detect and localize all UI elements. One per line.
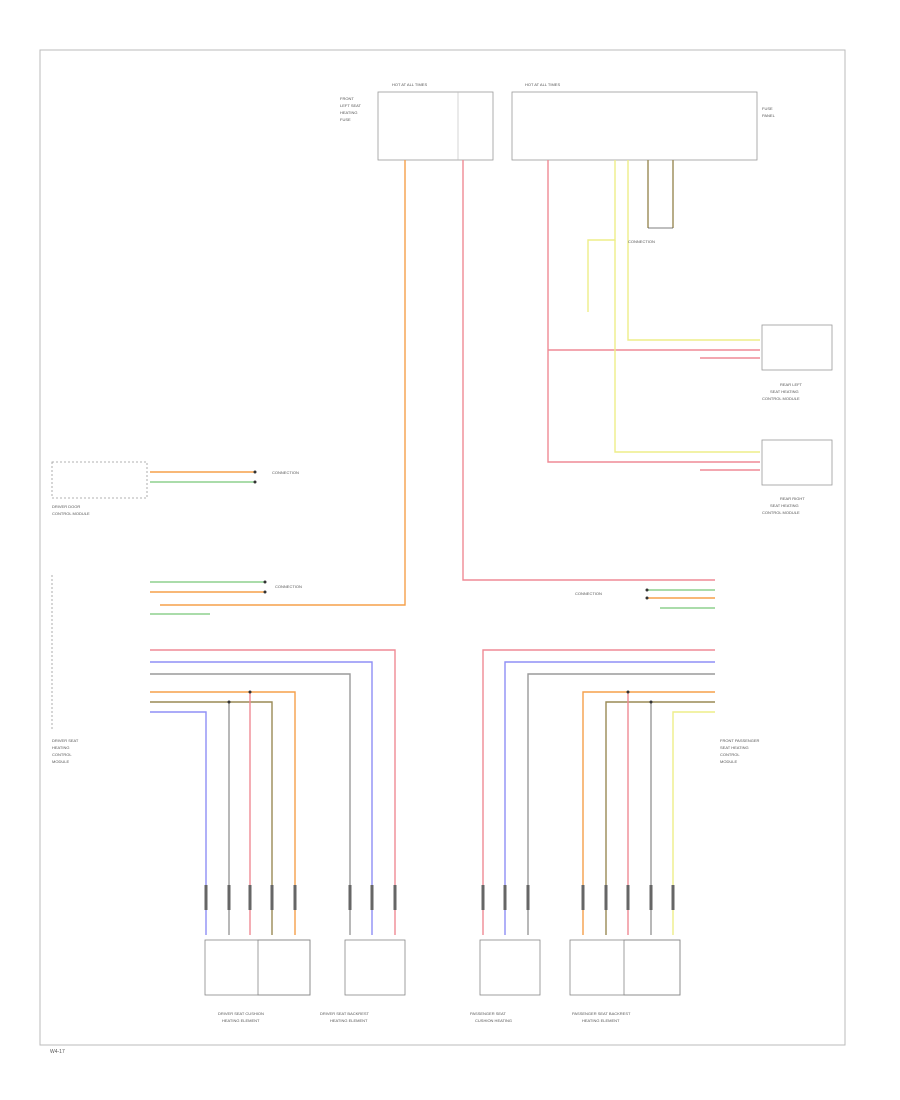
driver-seat-module-label-1: DRIVER SEAT [52, 738, 79, 743]
rear-left-module-label-3: CONTROL MODULE [762, 396, 800, 401]
fuse-box-left-label-1: FRONT [340, 96, 354, 101]
fuse-box-left-title: HOT AT ALL TIMES [392, 82, 427, 87]
sensor-driver-backrest: DRIVER SEAT BACKREST HEATING ELEMENT [320, 939, 406, 1023]
fuse-box-left-label-3: HEATING [340, 110, 357, 115]
rear-right-seat-module: REAR RIGHT SEAT HEATING CONTROL MODULE [761, 439, 833, 515]
driver-door-module-label-2: CONTROL MODULE [52, 511, 90, 516]
rear-right-module-label-3: CONTROL MODULE [762, 510, 800, 515]
fuse-box-left: HOT AT ALL TIMES FRONT LEFT SEAT HEATING… [340, 82, 494, 161]
passenger-seat-module-label-3: CONTROL [720, 752, 740, 757]
sensor-1-label-2: HEATING ELEMENT [222, 1018, 260, 1023]
passenger-seat-module-label-2: SEAT HEATING [720, 745, 749, 750]
driver-seat-module: DRIVER SEAT HEATING CONTROL MODULE [51, 575, 267, 764]
right-harness [482, 649, 715, 935]
passenger-seat-module: FRONT PASSENGER SEAT HEATING CONTROL MOD… [645, 588, 760, 764]
sensor-1-label-1: DRIVER SEAT CUSHION [218, 1011, 264, 1016]
sensor-passenger-backrest: PASSENGER SEAT BACKREST HEATING ELEMENT [569, 939, 681, 1023]
rear-left-module-label-1: REAR LEFT [780, 382, 803, 387]
splice-label-3: CONNECTION [575, 591, 602, 596]
driver-door-module-label-1: DRIVER DOOR [52, 504, 80, 509]
driver-seat-module-label-4: MODULE [52, 759, 69, 764]
wire-yellow-3 [614, 240, 760, 453]
fuse-box-left-label-2: LEFT SEAT [340, 103, 362, 108]
sensor-driver-cushion: DRIVER SEAT CUSHION HEATING ELEMENT [204, 939, 311, 1023]
diagram-frame [39, 49, 846, 1046]
wire-yellow-2 [627, 160, 760, 341]
fuse-box-right: HOT AT ALL TIMES FUSE PANEL [511, 82, 776, 161]
driver-seat-module-label-3: CONTROL [52, 752, 72, 757]
driver-seat-module-label-2: HEATING [52, 745, 69, 750]
passenger-seat-module-label-4: MODULE [720, 759, 737, 764]
passenger-seat-module-label-1: FRONT PASSENGER [720, 738, 760, 743]
wire-yellow-1 [587, 160, 616, 312]
fuse-box-left-label-4: FUSE [340, 117, 351, 122]
splice-label-1: CONNECTION [272, 470, 299, 475]
sensor-2-label-1: DRIVER SEAT BACKREST [320, 1011, 370, 1016]
wire-red-right-feed [547, 160, 760, 463]
rear-right-module-label-1: REAR RIGHT [780, 496, 805, 501]
rear-right-module-label-2: SEAT HEATING [770, 503, 799, 508]
splice-label-2: CONNECTION [275, 584, 302, 589]
diagram-code: W4-17 [50, 1049, 65, 1055]
wire-orange-main [160, 160, 406, 606]
sensor-3-label-1: PASSENGER SEAT [470, 1011, 506, 1016]
sensor-connector-marks [204, 885, 675, 910]
fuse-box-right-label-1: FUSE [762, 106, 773, 111]
sensor-4-label-1: PASSENGER SEAT BACKREST [572, 1011, 631, 1016]
fuse-box-right-title: HOT AT ALL TIMES [525, 82, 560, 87]
wire-red-main [462, 160, 715, 581]
fuse-box-right-label-2: PANEL [762, 113, 776, 118]
sensor-4-label-2: HEATING ELEMENT [582, 1018, 620, 1023]
sensor-passenger-cushion: PASSENGER SEAT CUSHION HEATING [470, 939, 541, 1023]
rear-left-module-label-2: SEAT HEATING [770, 389, 799, 394]
splice-label-4: CONNECTION [628, 239, 655, 244]
sensor-2-label-2: HEATING ELEMENT [330, 1018, 368, 1023]
rear-left-seat-module: REAR LEFT SEAT HEATING CONTROL MODULE [761, 324, 833, 401]
driver-door-module: DRIVER DOOR CONTROL MODULE [51, 461, 257, 516]
sensor-3-label-2: CUSHION HEATING [475, 1018, 512, 1023]
